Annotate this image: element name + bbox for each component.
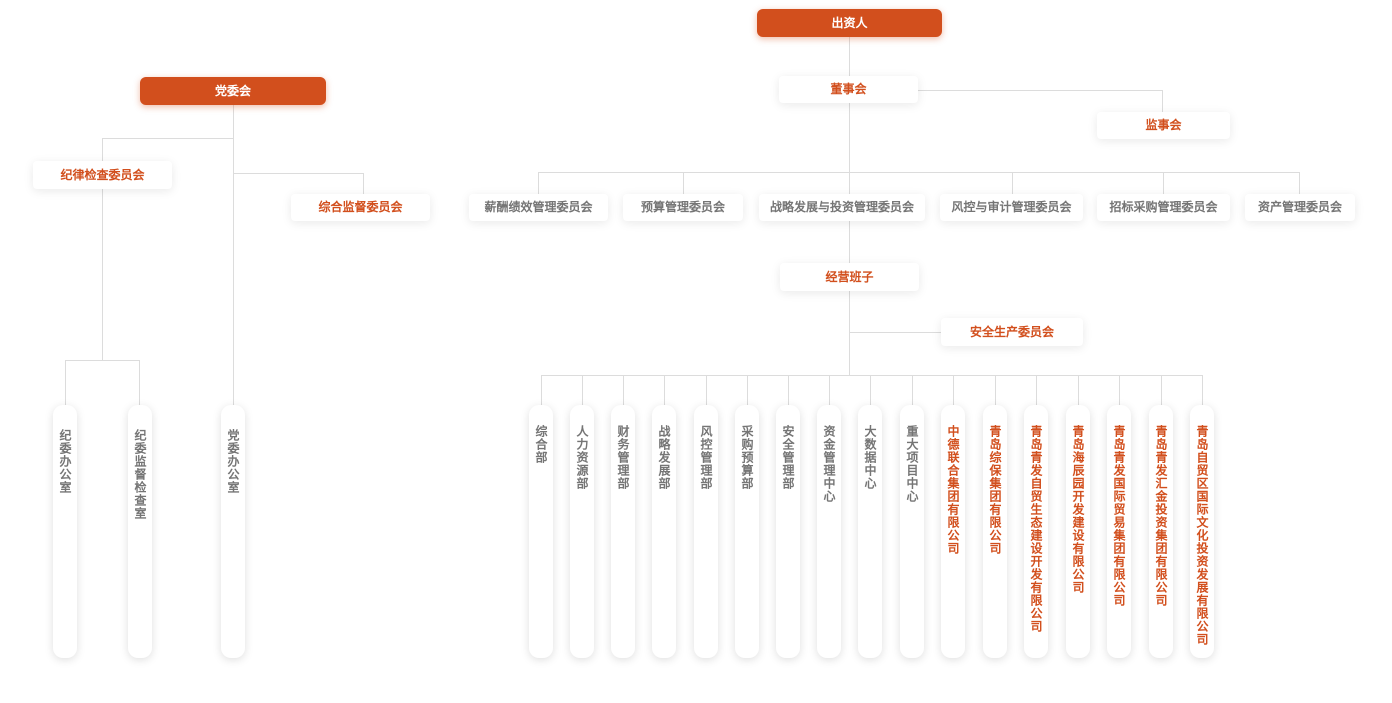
department-label: 综合部 xyxy=(534,425,548,464)
subsidiary-bar: 青岛自贸区国际文化投资发展有限公司 xyxy=(1190,405,1214,658)
subsidiary-label: 青岛青发汇金投资集团有限公司 xyxy=(1154,425,1168,607)
board-committee-budget: 预算管理委员会 xyxy=(623,194,743,221)
subsidiary-label: 青岛综保集团有限公司 xyxy=(988,425,1002,555)
department-bar: 资金管理中心 xyxy=(817,405,841,658)
department-bar: 战略发展部 xyxy=(652,405,676,658)
board-committee-compensation: 薪酬绩效管理委员会 xyxy=(469,194,608,221)
party-office-label: 纪委监督检查室 xyxy=(133,429,147,520)
board-committee-procurement: 招标采购管理委员会 xyxy=(1097,194,1230,221)
connector-line xyxy=(233,173,364,194)
department-bar: 大数据中心 xyxy=(858,405,882,658)
board-committee-assets: 资产管理委员会 xyxy=(1245,194,1355,221)
investor-node: 出资人 xyxy=(757,9,942,37)
supervisory-board-node: 监事会 xyxy=(1097,112,1230,139)
department-bar: 重大项目中心 xyxy=(900,405,924,658)
board-committee-strategy: 战略发展与投资管理委员会 xyxy=(759,194,925,221)
department-label: 战略发展部 xyxy=(657,425,671,490)
subsidiary-label: 青岛海辰园开发建设有限公司 xyxy=(1071,425,1085,594)
subsidiary-bar: 青岛综保集团有限公司 xyxy=(983,405,1007,658)
department-label: 大数据中心 xyxy=(863,425,877,490)
subsidiary-bar: 青岛青发自贸生态建设开发有限公司 xyxy=(1024,405,1048,658)
board-node: 董事会 xyxy=(779,76,918,103)
subsidiary-label: 中德联合集团有限公司 xyxy=(946,425,960,555)
subsidiary-bar: 青岛海辰园开发建设有限公司 xyxy=(1066,405,1090,658)
subsidiary-bar: 青岛青发汇金投资集团有限公司 xyxy=(1149,405,1173,658)
subsidiary-label: 青岛青发自贸生态建设开发有限公司 xyxy=(1029,425,1043,633)
party-office-bar: 纪委办公室 xyxy=(53,405,77,658)
department-label: 重大项目中心 xyxy=(905,425,919,503)
department-label: 资金管理中心 xyxy=(822,425,836,503)
department-label: 人力资源部 xyxy=(575,425,589,490)
department-label: 风控管理部 xyxy=(699,425,713,490)
board-committee-risk-audit: 风控与审计管理委员会 xyxy=(940,194,1083,221)
department-label: 采购预算部 xyxy=(740,425,754,490)
department-bar: 财务管理部 xyxy=(611,405,635,658)
subsidiary-label: 青岛自贸区国际文化投资发展有限公司 xyxy=(1195,425,1209,646)
safety-committee-node: 安全生产委员会 xyxy=(941,318,1083,346)
department-bar: 采购预算部 xyxy=(735,405,759,658)
subsidiary-label: 青岛青发国际贸易集团有限公司 xyxy=(1112,425,1126,607)
department-bar: 风控管理部 xyxy=(694,405,718,658)
party-committee-node: 党委会 xyxy=(140,77,326,105)
connector-line xyxy=(918,90,1163,112)
department-bar: 综合部 xyxy=(529,405,553,658)
management-node: 经营班子 xyxy=(780,263,919,291)
party-office-bar: 纪委监督检查室 xyxy=(128,405,152,658)
party-office-label: 党委办公室 xyxy=(226,429,240,494)
department-bar: 人力资源部 xyxy=(570,405,594,658)
party-office-bar: 党委办公室 xyxy=(221,405,245,658)
supervision-committee-node: 综合监督委员会 xyxy=(291,194,430,221)
party-office-label: 纪委办公室 xyxy=(58,429,72,494)
department-label: 安全管理部 xyxy=(781,425,795,490)
subsidiary-bar: 青岛青发国际贸易集团有限公司 xyxy=(1107,405,1131,658)
subsidiary-bar: 中德联合集团有限公司 xyxy=(941,405,965,658)
connector-line xyxy=(102,138,233,161)
discipline-committee-node: 纪律检查委员会 xyxy=(33,161,172,189)
department-bar: 安全管理部 xyxy=(776,405,800,658)
department-label: 财务管理部 xyxy=(616,425,630,490)
